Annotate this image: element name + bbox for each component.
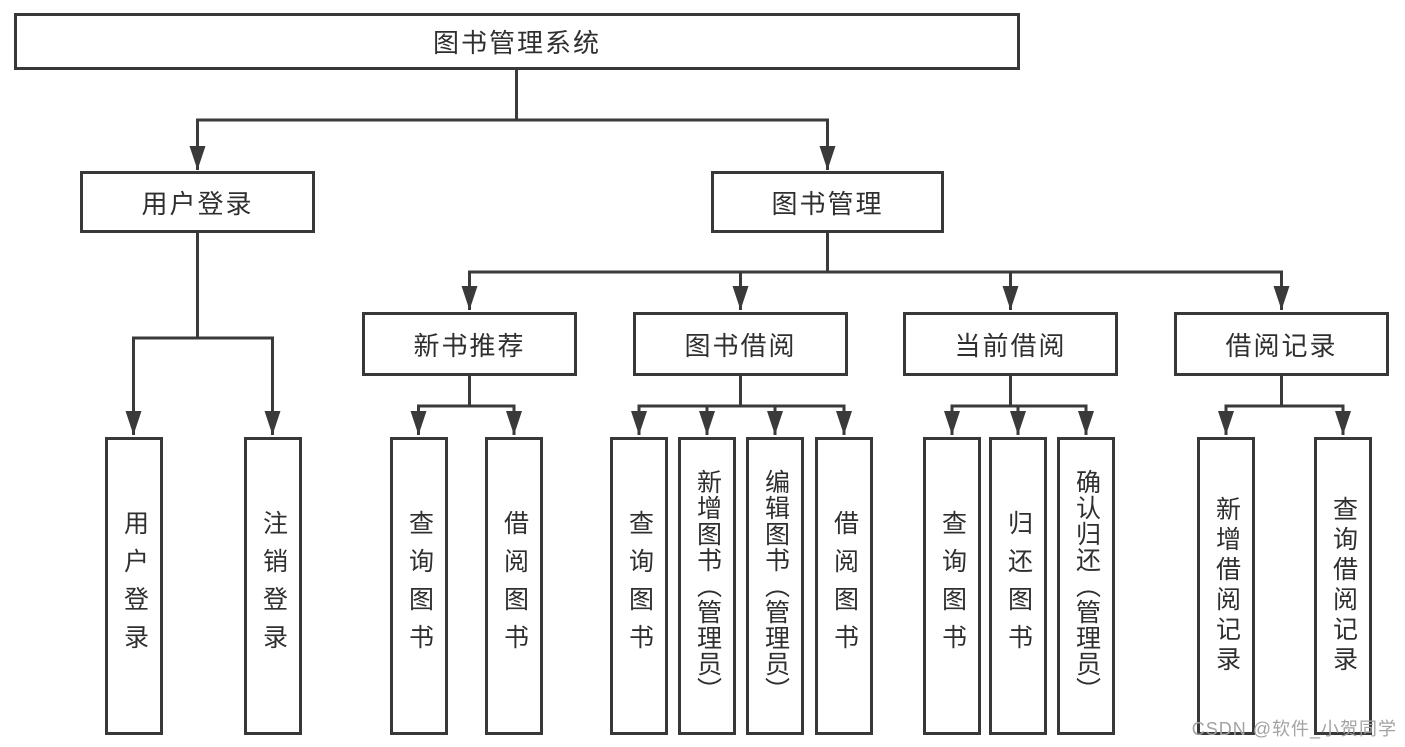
node-book-borrowing: 图书借阅 <box>633 312 848 376</box>
leaf-add-books-admin: 新增图书（管理员） <box>678 437 736 735</box>
leaf-borrow-books-recommend: 借阅图书 <box>485 437 543 735</box>
node-user-login: 用户登录 <box>80 171 315 233</box>
leaf-add-borrow-record: 新增借阅记录 <box>1197 437 1255 735</box>
leaf-add-borrow-record-label: 新增借阅记录 <box>1212 496 1241 676</box>
leaf-add-books-admin-label: 新增图书（管理员） <box>693 469 722 703</box>
node-library-system: 图书管理系统 <box>14 13 1020 70</box>
leaf-query-books-borrow: 查询图书 <box>610 437 668 735</box>
node-book-management: 图书管理 <box>711 171 944 233</box>
leaf-query-borrow-record: 查询借阅记录 <box>1314 437 1372 735</box>
leaf-logout-label: 注销登录 <box>259 510 288 662</box>
leaf-query-borrow-record-label: 查询借阅记录 <box>1329 496 1358 676</box>
leaf-borrow-books-label: 借阅图书 <box>830 510 859 662</box>
leaf-return-books-label: 归还图书 <box>1004 510 1033 662</box>
node-book-management-label: 图书管理 <box>771 188 884 219</box>
node-new-book-recommend: 新书推荐 <box>362 312 577 376</box>
node-current-borrowing-label: 当前借阅 <box>954 330 1067 361</box>
leaf-confirm-return-admin-label: 确认归还（管理员） <box>1072 469 1101 703</box>
node-user-login-label: 用户登录 <box>141 188 254 219</box>
leaf-query-books-recommend: 查询图书 <box>390 437 448 735</box>
node-borrowing-records-label: 借阅记录 <box>1225 330 1338 361</box>
leaf-user-login: 用户登录 <box>105 437 163 735</box>
leaf-query-books-borrow-label: 查询图书 <box>625 510 654 662</box>
leaf-user-login-label: 用户登录 <box>120 510 149 662</box>
node-borrowing-records: 借阅记录 <box>1174 312 1389 376</box>
csdn-watermark: CSDN @软件_小贺同学 <box>1191 719 1397 739</box>
leaf-borrow-books-recommend-label: 借阅图书 <box>500 510 529 662</box>
leaf-edit-books-admin: 编辑图书（管理员） <box>746 437 804 735</box>
node-new-book-recommend-label: 新书推荐 <box>413 330 526 361</box>
node-library-system-label: 图书管理系统 <box>432 28 601 58</box>
leaf-query-books-recommend-label: 查询图书 <box>405 510 434 662</box>
leaf-return-books: 归还图书 <box>989 437 1047 735</box>
node-current-borrowing: 当前借阅 <box>903 312 1118 376</box>
leaf-confirm-return-admin: 确认归还（管理员） <box>1057 437 1115 735</box>
leaf-edit-books-admin-label: 编辑图书（管理员） <box>761 469 790 703</box>
leaf-query-books-current-label: 查询图书 <box>938 510 967 662</box>
leaf-borrow-books: 借阅图书 <box>815 437 873 735</box>
leaf-logout: 注销登录 <box>244 437 302 735</box>
node-book-borrowing-label: 图书借阅 <box>684 330 797 361</box>
leaf-query-books-current: 查询图书 <box>923 437 981 735</box>
